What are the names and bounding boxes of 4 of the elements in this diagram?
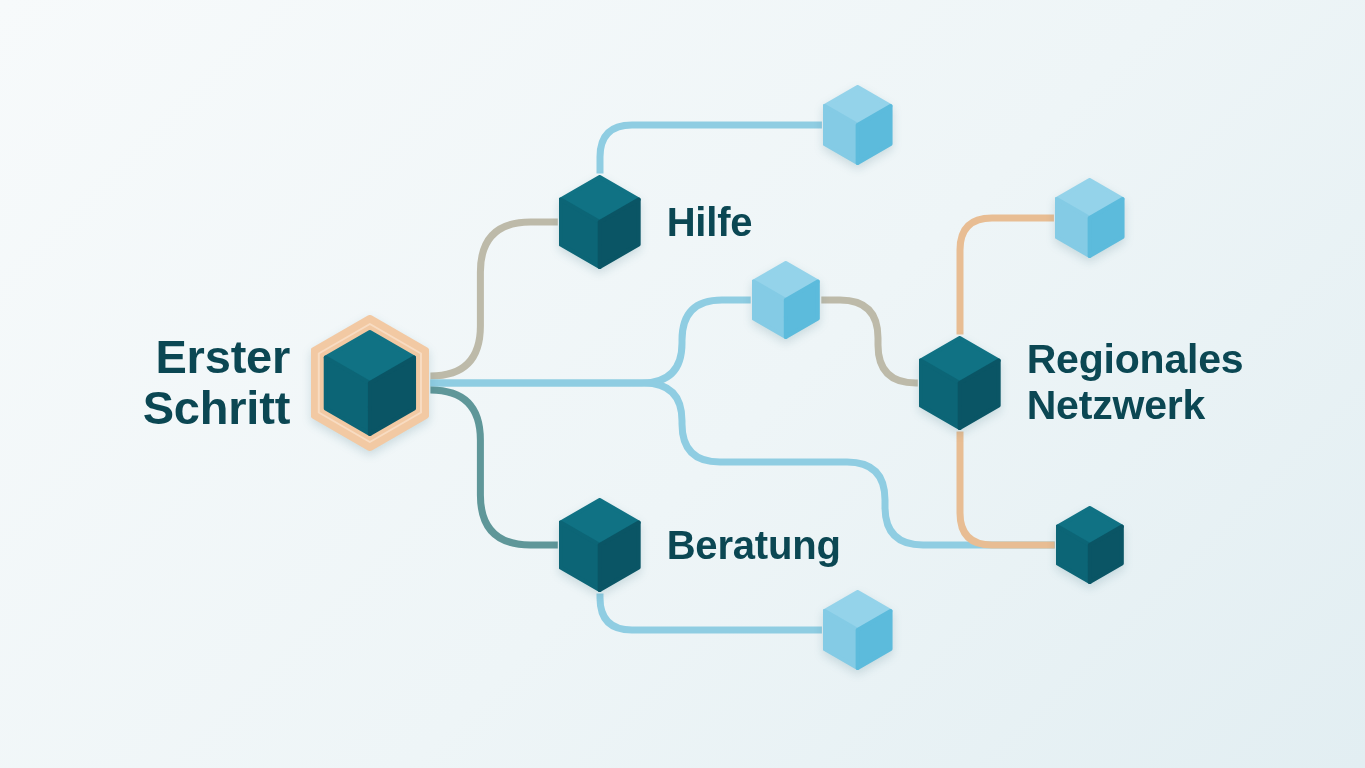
node-label: Beratung [666,522,841,568]
node-label: Erster Schritt [141,332,291,434]
node-label: Hilfe [666,199,753,245]
node-label: Regionales Netzwerk [1026,337,1245,429]
